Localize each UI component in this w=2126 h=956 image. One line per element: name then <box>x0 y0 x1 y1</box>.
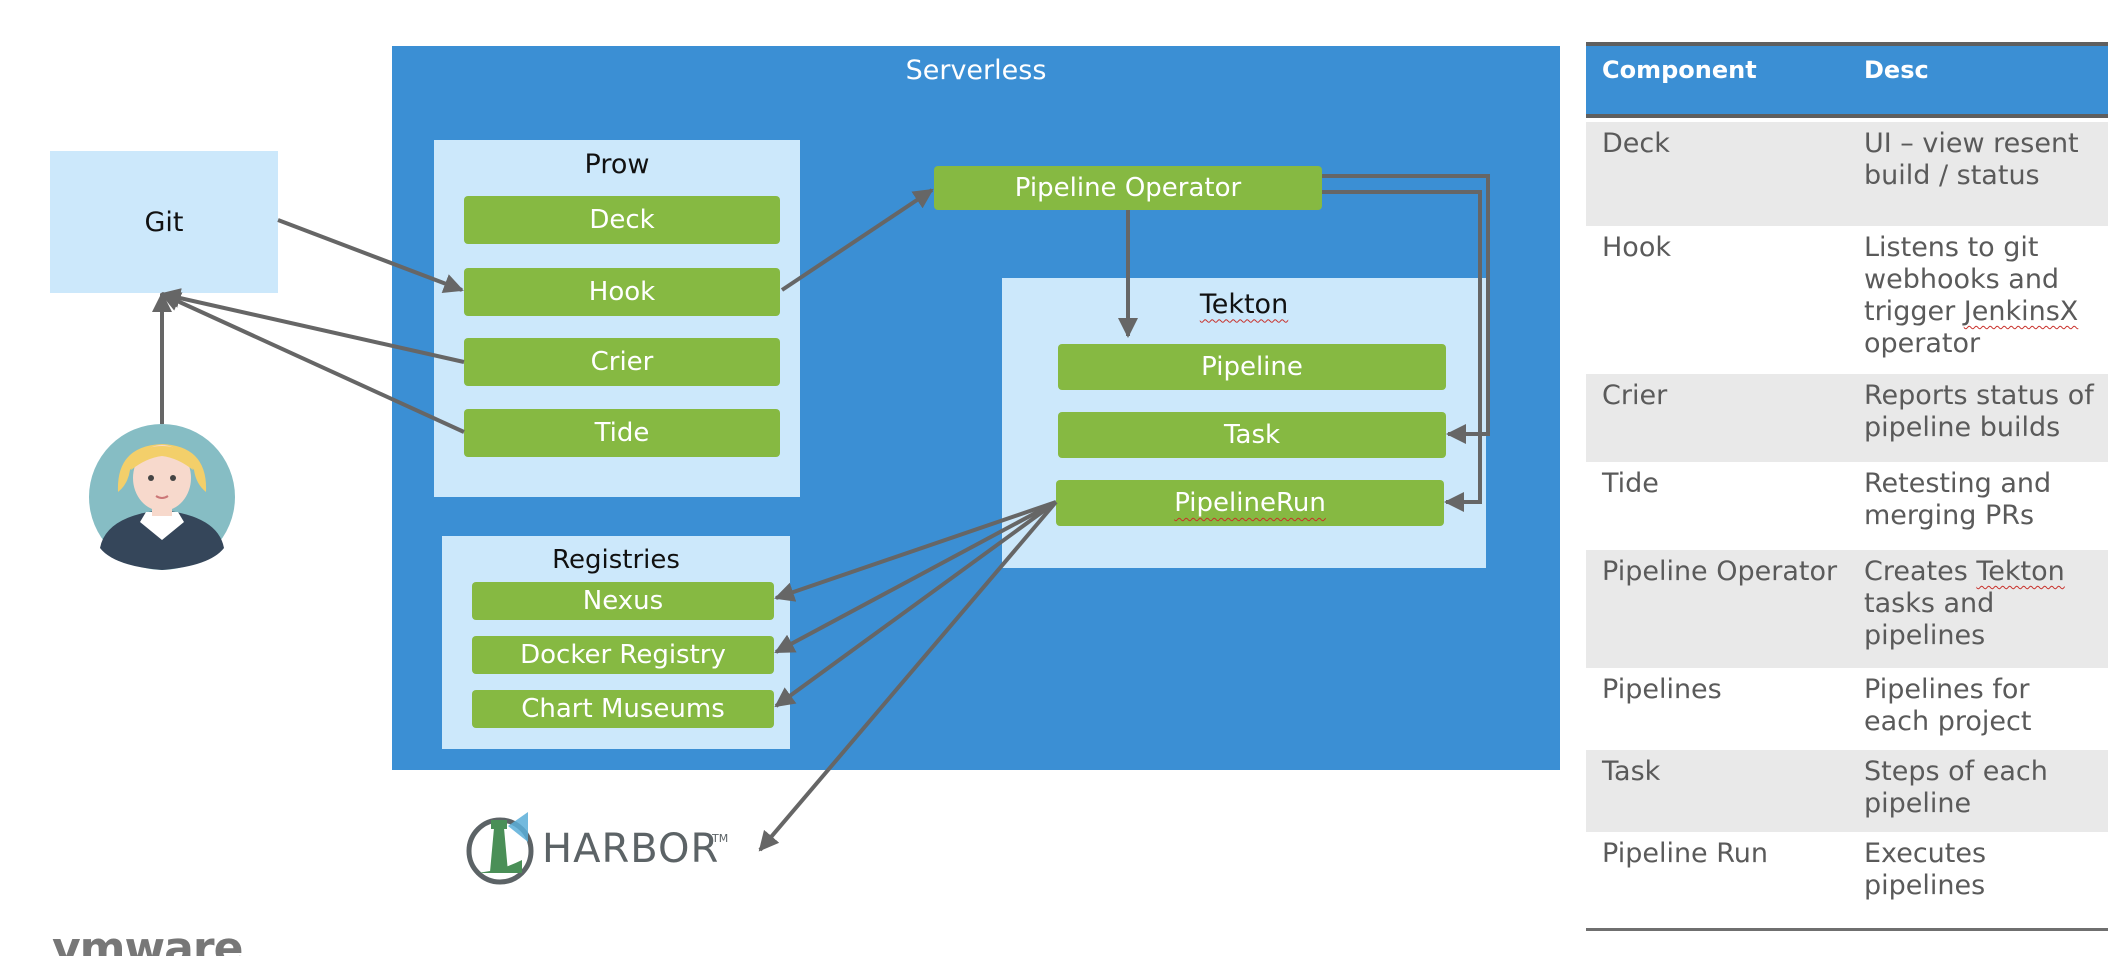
prow-title: Prow <box>584 148 650 180</box>
prow-crier-node: Crier <box>464 338 780 386</box>
table-cell-component: Crier <box>1602 380 1668 411</box>
arrow-hook-to-operator <box>780 188 934 292</box>
arrow-operator-to-task <box>1322 174 1490 444</box>
prow-deck-node: Deck <box>464 196 780 244</box>
table-cell-component: Pipeline Operator <box>1602 556 1838 587</box>
table-top-rule <box>1586 42 2108 46</box>
table-header-row: Component Desc <box>1586 46 2108 118</box>
table-row: Pipelines Pipelines for each project <box>1586 668 2108 750</box>
table-cell-desc: Creates Tekton tasks and pipelines <box>1864 556 2065 651</box>
pipeline-operator-node: Pipeline Operator <box>934 166 1322 210</box>
tekton-task-node: Task <box>1058 412 1446 458</box>
table-cell-component: Hook <box>1602 232 1671 263</box>
table-row: Pipeline Run Executes pipelines <box>1586 832 2108 926</box>
table-bottom-rule <box>1586 928 2108 931</box>
table-cell-desc: Reports status of pipeline builds <box>1864 380 2094 443</box>
table-header-desc: Desc <box>1864 56 1929 84</box>
table-row: Tide Retesting and merging PRs <box>1586 462 2108 550</box>
table-row: Pipeline Operator Creates Tekton tasks a… <box>1586 550 2108 668</box>
arrow-pipelinerun-to-nexus <box>774 500 1057 602</box>
table-cell-component: Task <box>1602 756 1661 787</box>
arrow-tide-to-git <box>160 292 465 434</box>
harbor-logo-icon <box>466 812 534 885</box>
tekton-pipeline-node: Pipeline <box>1058 344 1446 390</box>
harbor-label: HARBOR <box>542 826 720 872</box>
table-cell-desc: Steps of each pipeline <box>1864 756 2048 819</box>
table-cell-desc: Pipelines for each project <box>1864 674 2032 737</box>
table-row: Deck UI – view resent build / status <box>1586 122 2108 226</box>
table-cell-component: Pipelines <box>1602 674 1722 705</box>
harbor-trademark: TM <box>712 832 729 845</box>
tekton-title: Tekton <box>1199 288 1289 320</box>
arrow-crier-to-git <box>160 288 465 364</box>
tekton-pipelinerun-node: PipelineRun <box>1056 480 1444 526</box>
vmware-logo: vmware <box>52 934 242 956</box>
registries-title: Registries <box>552 545 680 575</box>
table-cell-desc: Executes pipelines <box>1864 838 1987 901</box>
arrow-pipelinerun-to-docker <box>774 500 1057 654</box>
table-cell-desc: Listens to git webhooks and trigger Jenk… <box>1864 232 2079 359</box>
arrow-git-to-hook <box>277 218 464 293</box>
table-cell-component: Pipeline Run <box>1602 838 1769 869</box>
prow-tide-node: Tide <box>464 409 780 457</box>
arrow-pipelinerun-to-harbor <box>758 500 1058 852</box>
registry-docker-node: Docker Registry <box>472 636 774 674</box>
table-row: Crier Reports status of pipeline builds <box>1586 374 2108 462</box>
prow-hook-node: Hook <box>464 268 780 316</box>
serverless-title: Serverless <box>905 54 1047 86</box>
table-row: Hook Listens to git webhooks and trigger… <box>1586 226 2108 374</box>
table-cell-component: Tide <box>1602 468 1659 499</box>
table-cell-desc: UI – view resent build / status <box>1864 128 2079 191</box>
table-row: Task Steps of each pipeline <box>1586 750 2108 832</box>
table-header-component: Component <box>1602 56 1757 84</box>
registry-chartmuseum-node: Chart Museums <box>472 690 774 728</box>
table-cell-desc: Retesting and merging PRs <box>1864 468 2052 531</box>
table-cell-component: Deck <box>1602 128 1670 159</box>
arrow-operator-to-pipelinerun <box>1322 190 1482 512</box>
user-avatar-icon <box>89 424 235 570</box>
registry-nexus-node: Nexus <box>472 582 774 620</box>
arrow-pipelinerun-to-chartmuseum <box>774 500 1058 708</box>
git-node: Git <box>50 151 278 293</box>
